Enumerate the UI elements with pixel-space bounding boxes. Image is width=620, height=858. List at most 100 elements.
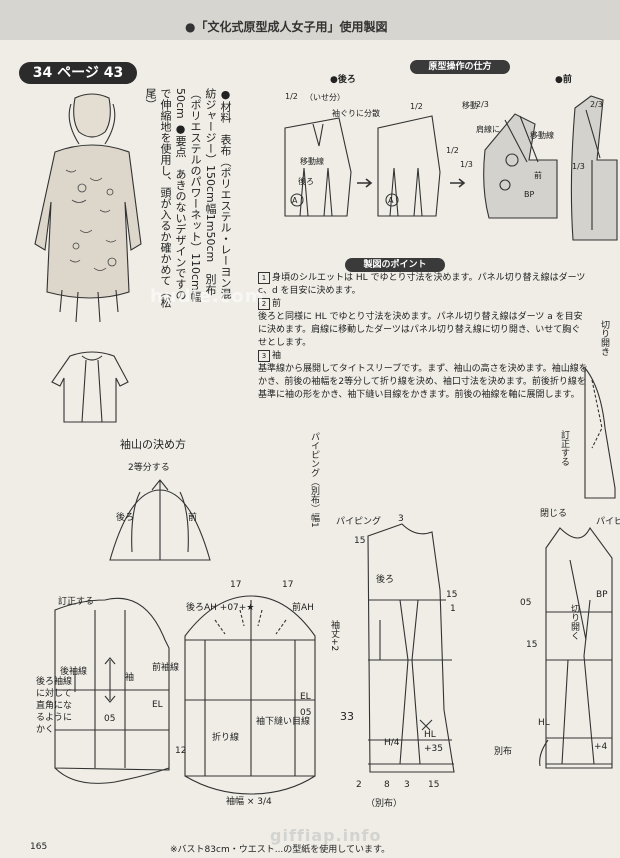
watermark-bottom: giffiap.info (270, 826, 382, 845)
close-label: 閉じる (540, 509, 568, 519)
half-label-3: 1/2 (446, 146, 459, 155)
open-cut-label: 切り開く (569, 604, 579, 640)
shift-line-label-back: 移動線 (300, 157, 324, 166)
piping-label-front: パイピング (596, 517, 620, 527)
two-thirds-label-2: 2/3 (590, 100, 603, 109)
plus35-label: +35 (424, 744, 443, 754)
front-sleeve-label: 前袖線 (152, 663, 180, 673)
point-3-body: 基準線から展開してタイトスリーブです。まず、袖山の高さを決めます。袖山線をかき、… (258, 364, 588, 400)
el-label-1: EL (152, 700, 163, 710)
back-label: ●後ろ (330, 75, 356, 85)
back-label-bodice: 後ろ (376, 575, 395, 585)
point-2-body: 後ろと同様に HL でゆとり寸法を決めます。パネル切り替え線はダーツ a を目安… (258, 312, 583, 348)
ise-label: （いせ分） (305, 93, 345, 102)
betsufu-label: （別布） (366, 799, 403, 809)
shift-line-label-front: 移動線 (530, 131, 554, 140)
v8-label: 8 (384, 780, 390, 790)
v33-label: 33 (340, 710, 354, 723)
perp-note: 後ろ袖線に対して直角になるようにかく (36, 677, 73, 735)
back-sleeve-label: 後袖線 (60, 667, 88, 677)
move-label: 移動 (462, 101, 478, 110)
header-band (0, 0, 620, 40)
betsu-label: 別布 (494, 747, 513, 757)
v05-label-2: 05 (300, 708, 312, 718)
v15-label-3: 15 (428, 780, 440, 790)
front-ops-1 (483, 113, 558, 219)
armhole-split-label: 袖ぐりに分散 (332, 109, 380, 118)
footer-note: ※バスト83cm・ウエスト...の型紙を使用しています。 (170, 845, 391, 855)
v17-label-1: 17 (230, 580, 242, 590)
ops-title: 原型操作の仕方 (410, 60, 510, 74)
correct-label-right: 訂正する (559, 430, 569, 466)
mark-a-2: A (388, 196, 394, 205)
hl-label-back: HL (424, 730, 436, 740)
bp-label-ops: BP (524, 190, 535, 199)
underseam-label: 袖下縫い目線 (256, 717, 311, 727)
back-ops-2 (377, 115, 441, 217)
back-label-ops: 後ろ (298, 177, 314, 186)
page-number: 165 (30, 842, 48, 852)
back-bodice (367, 523, 455, 773)
hl-label-front: HL (538, 718, 550, 728)
front-label: ●前 (555, 75, 572, 85)
bp-label: BP (596, 590, 608, 600)
v12-label: 12 (175, 746, 187, 756)
back-label-cap: 後ろ (116, 513, 135, 523)
header-title: ●「文化式原型成人女子用」使用製図 (185, 20, 388, 34)
v17-label-2: 17 (282, 580, 294, 590)
flat-sketch (51, 351, 129, 423)
watermark-center: hudie.com (150, 286, 265, 307)
front-ah-label: 前AH (292, 603, 314, 613)
front-bodice (539, 526, 613, 769)
sleeve-width-label: 袖幅 × 3/4 (226, 797, 272, 807)
sleeve-label: 袖 (125, 673, 135, 683)
fold-line-label: 折り線 (212, 733, 240, 743)
correct-label: 訂正する (58, 597, 95, 607)
v3-label-back: 3 (398, 514, 404, 524)
one-third-label-2: 1/3 (572, 162, 585, 171)
h4-label: H/4 (384, 738, 400, 748)
kirihiraki-diagram (584, 366, 616, 499)
front-ops-2 (570, 95, 618, 241)
mark-a-1: A (292, 196, 298, 205)
one-third-label-1: 1/3 (460, 160, 473, 169)
materials-text: ●材料 表布（ポリエステル・レーヨン混紡ジャージー）150cm幅1m50cm 別… (143, 88, 233, 308)
shoulder-line-label: 肩線に (476, 125, 500, 134)
v05-label-1: 05 (104, 714, 116, 724)
v15-label-front: 15 (526, 640, 538, 650)
plus4-label: +4 (594, 742, 608, 752)
half-div-label: 2等分する (128, 463, 170, 473)
sleeve-cap-diagram (109, 479, 211, 561)
v15-label-2: 15 (446, 590, 458, 600)
v2-label: 2 (356, 780, 362, 790)
v15-label-back: 15 (354, 536, 366, 546)
model-illustration (34, 93, 142, 323)
el-label-2: EL (300, 692, 311, 702)
sleeve-length-label: 袖丈+2 (329, 620, 339, 652)
half-label-2: 1/2 (410, 102, 423, 111)
v3-label-2: 3 (404, 780, 410, 790)
v05-label-3: 05 (520, 598, 532, 608)
page-label: 34 ページ 43 (19, 62, 137, 84)
front-label-cap: 前 (188, 513, 198, 523)
two-thirds-label: 2/3 (476, 100, 489, 109)
sleeve-pattern-expanded (184, 595, 316, 795)
seisu-title: 製図のポイント (345, 258, 445, 272)
piping-vertical-label: パイピング（別布）幅1 (309, 432, 319, 528)
front-label-ops: 前 (534, 171, 542, 180)
kirihiraki-title: 切り開き (599, 320, 609, 356)
sleeve-pattern-left (54, 597, 170, 784)
back-ah-label: 後ろAH +07+★ (186, 603, 255, 613)
v1-label: 1 (450, 604, 456, 614)
half-label-1: 1/2 (285, 92, 298, 101)
sleeve-title: 袖山の決め方 (120, 438, 186, 451)
materials-line-2: ●要点 あきのないデザインですので伸縮地を使用し、頭が入るか確かめて（松尾） (144, 88, 187, 308)
piping-label-back: パイピング (336, 517, 382, 527)
materials-line-1: ●材料 表布（ポリエステル・レーヨン混紡ジャージー）150cm幅1m50cm 別… (174, 88, 232, 302)
back-ops-1 (284, 117, 352, 217)
